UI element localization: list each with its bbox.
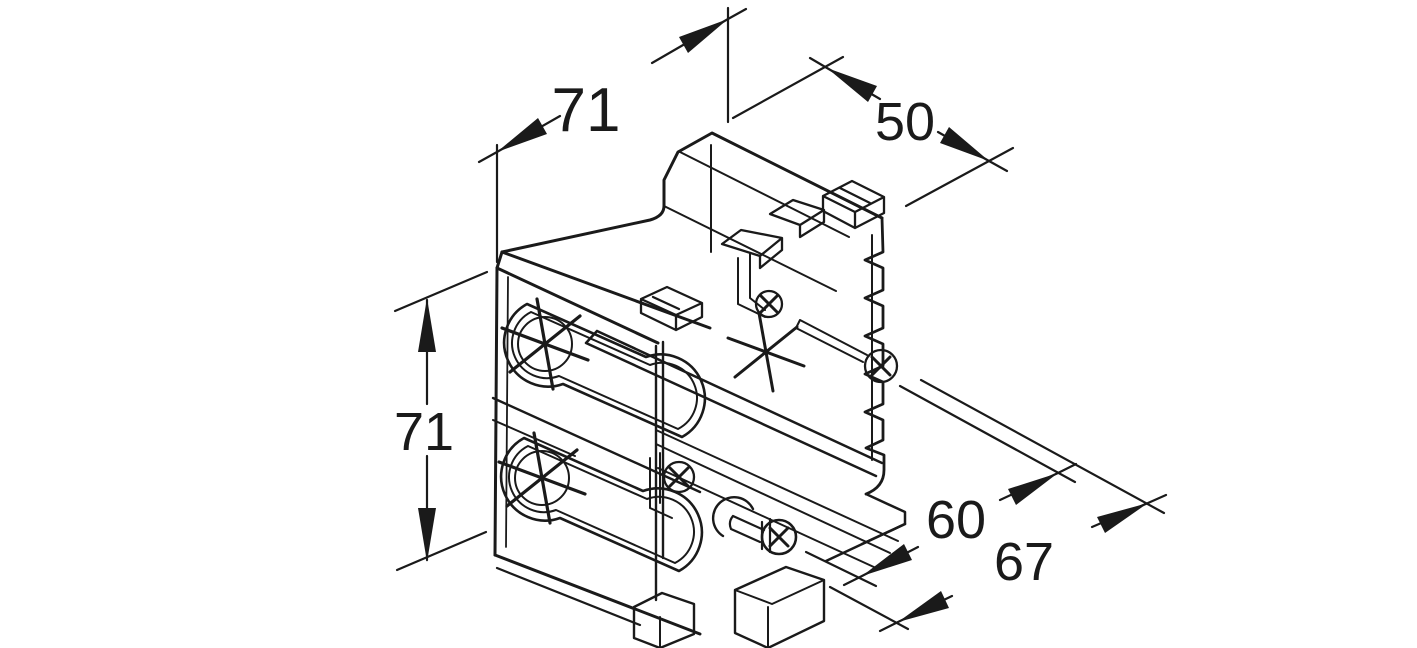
- membrane-star-icon: [497, 431, 587, 525]
- extension-line: [898, 384, 1077, 484]
- support-foot: [632, 591, 696, 648]
- support-foot-2-inner: [734, 579, 825, 648]
- knockout-circle-lower: [514, 450, 570, 506]
- knockout-oval-lower-inner: [508, 445, 695, 564]
- dimension-arrow: [940, 127, 989, 161]
- extension-line: [731, 55, 845, 120]
- dimension-side-height: 71: [393, 270, 489, 572]
- claw-bracket: [737, 252, 766, 318]
- box-left-bevel: [495, 250, 504, 270]
- mounting-claw: [821, 179, 886, 230]
- bottom-flange-line: [495, 566, 642, 627]
- dimension-arrow: [898, 591, 949, 622]
- mounting-claw: [639, 285, 704, 332]
- cross-head-screw-icon: [649, 452, 696, 519]
- extension-line: [828, 585, 910, 631]
- dimension-top-depth: 50: [731, 55, 1015, 208]
- mounting-claw: [720, 228, 784, 270]
- dimension-arrow: [497, 118, 547, 152]
- serrated-edge: [863, 216, 886, 496]
- dimension-arrow: [827, 68, 877, 102]
- dimension-arrow: [679, 19, 728, 53]
- cross-head-screw-icon: [754, 289, 784, 319]
- module-seam: [491, 396, 702, 494]
- box-top-deck-line2: [663, 205, 837, 292]
- mounting-rail: [584, 329, 884, 478]
- cross-head-screw-icon: [795, 319, 899, 384]
- dim-label-bottom-depth-outer: 67: [994, 532, 1054, 592]
- extension-line: [919, 378, 1166, 515]
- extension-line: [804, 550, 878, 588]
- bottom-right-flange: [860, 492, 907, 546]
- knockout-oval-lower: [499, 436, 704, 573]
- dimension-arrow: [862, 544, 912, 576]
- fixing-screw-icon: [711, 496, 798, 556]
- dim-label-bottom-depth-inner: 60: [926, 490, 986, 550]
- dimension-arrow: [1008, 473, 1058, 505]
- extension-line: [395, 530, 488, 572]
- dimension-arrow: [418, 508, 436, 562]
- knockout-circle-upper: [517, 316, 573, 372]
- knockout-oval-upper: [502, 302, 707, 439]
- box-bottom-edge: [493, 553, 702, 636]
- extension-line: [904, 146, 1015, 208]
- extension-line: [393, 270, 489, 313]
- membrane-star-icon: [726, 311, 806, 393]
- interior-track-line: [657, 467, 877, 569]
- interior-track-line: [655, 429, 899, 542]
- box-left-edge: [493, 266, 499, 557]
- box-left-inner-line: [505, 276, 509, 548]
- support-foot-2: [733, 565, 826, 648]
- box-illustration: [491, 131, 907, 648]
- membrane-star-icon: [500, 297, 590, 391]
- interior-track-line: [655, 443, 891, 554]
- dimension-bottom-depth-inner: 60: [804, 384, 1078, 588]
- dimension-top-width: 71: [477, 6, 748, 264]
- dimension-arrow: [418, 298, 436, 352]
- box-top-outline: [500, 131, 884, 254]
- dimension-arrow: [1097, 503, 1148, 533]
- dim-label-side-height: 71: [394, 402, 454, 462]
- dim-label-top-depth: 50: [875, 92, 935, 152]
- knockout-oval-upper-inner: [511, 311, 698, 430]
- box-rim-top-edge: [500, 250, 712, 330]
- box-face-top-edge: [495, 266, 660, 345]
- dim-label-top-width: 71: [552, 76, 621, 145]
- dimension-bottom-depth-outer: 67: [828, 378, 1168, 633]
- mounting-claw: [768, 198, 826, 239]
